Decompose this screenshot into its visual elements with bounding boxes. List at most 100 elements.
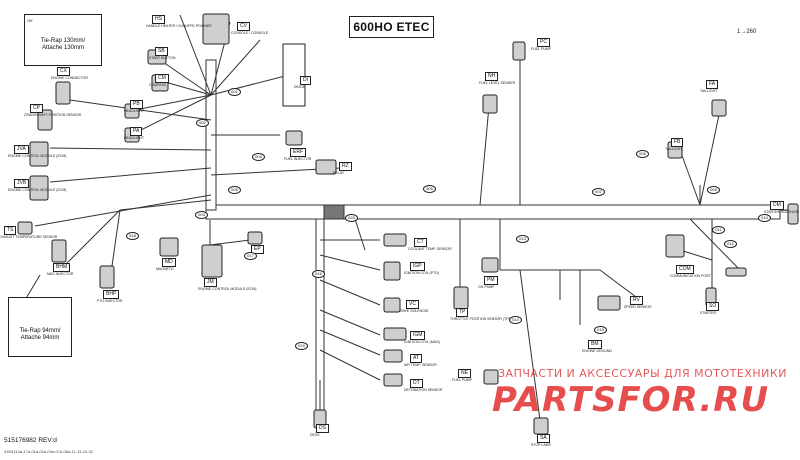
callout-line-2: Attache 94mm: [20, 335, 60, 341]
connector-tag-nh: NH: [485, 72, 499, 81]
connector-tag-jm: JM: [204, 278, 217, 287]
splice-marker: 011: [712, 226, 725, 234]
connector-desc-bhm: MAG INJECTOR: [47, 272, 74, 276]
connector-tag-ts: TS: [4, 226, 17, 235]
connector-tag-pm: PM: [484, 276, 498, 285]
connector-desc-fa: TAILLIGHT: [700, 89, 718, 93]
splice-marker: 010: [758, 214, 771, 222]
connector-desc-vc: RAVE SOLENOID: [400, 309, 429, 313]
connector-tag-tp: TP: [456, 308, 469, 317]
splice-marker: 016: [312, 270, 325, 278]
connector-desc-bm: ENGINE GROUND: [582, 349, 612, 353]
connector-tag-di: DI: [300, 76, 311, 85]
connector-desc-at: AIR TEMP. SENSOR: [404, 363, 437, 367]
connector-tag-fb: FB: [671, 138, 684, 147]
connector-desc-rz: RELAY: [333, 171, 345, 175]
connector-desc-pc: FUEL PUMP: [531, 47, 551, 51]
splice-marker: 017: [244, 252, 257, 260]
connector-desc-jm: ENGINE CONTROL MODULE (ECM): [198, 287, 257, 291]
page-reference: 1→260: [737, 29, 757, 35]
splice-marker: 014: [509, 316, 522, 324]
connector-tag-dm: DM: [770, 201, 784, 210]
splice-marker: 002: [196, 119, 209, 127]
connector-tag-md: MD: [162, 258, 176, 267]
callout-line-1: Tie-Rap 94mm/: [19, 328, 61, 334]
connector-desc-pb: HEADLIGHT: [124, 109, 145, 113]
connector-tag-igm: IGM: [410, 331, 426, 340]
connector-tag-com: COM: [676, 265, 694, 274]
connector-tag-rz: RZ: [339, 162, 352, 171]
connector-desc-dt: DETONATION SENSOR: [404, 388, 443, 392]
splice-marker: 019: [295, 342, 308, 350]
connector-desc-ne: FUEL PUMP: [452, 378, 472, 382]
connector-desc-cp: CRANKSHAFT POSITION SENSOR: [24, 113, 82, 117]
splice-marker: 006: [423, 185, 436, 193]
connector-desc-com: COMMUNICATION PORT: [670, 274, 711, 278]
connector-desc-md: MAGNETO: [156, 267, 174, 271]
connector-desc-cx: ENGINE CONNECTOR: [51, 76, 88, 80]
connector-desc-ct: COOLANT TEMP. SENSOR: [408, 247, 452, 251]
connector-tag-hs: HS: [152, 15, 165, 24]
connector-tag-sb: SB: [155, 47, 168, 56]
connector-tag-ct: CT: [414, 238, 427, 247]
splice-marker: 003: [195, 211, 208, 219]
splice-marker: 013: [516, 235, 529, 243]
connector-desc-ds: DESS: [310, 433, 320, 437]
connector-desc-igm: IGNITION COIL (MAG): [404, 340, 440, 344]
connector-desc-cv: CONSOLE / CONSOLE: [231, 31, 269, 35]
connector-tag-bhp: BHP: [103, 290, 120, 299]
splice-marker: 001: [228, 88, 241, 96]
connector-desc-jvb: ENGINE CONTROL MODULE (ECM): [8, 188, 67, 192]
connector-tag-dt: DT: [410, 379, 423, 388]
connector-desc-tp: THROTTLE POSITION SENSOR (TPS): [450, 317, 513, 321]
connector-tag-sa: SA: [537, 434, 550, 443]
connector-tag-erf: ERF: [290, 148, 306, 157]
tie-rap-callout-top: OK Tie-Rap 130mm/ Attache 130mm: [24, 14, 102, 66]
connector-desc-cm: COMPASS: [149, 83, 167, 87]
connector-desc-bhp: PTO INJECTOR: [97, 299, 123, 303]
connector-tag-pa: PA: [130, 127, 143, 136]
connector-tag-fa: FA: [706, 80, 719, 89]
connector-tag-rv: RV: [630, 296, 643, 305]
connector-tag-bhm: BHM: [53, 263, 71, 272]
connector-desc-pa: HEADLIGHT: [124, 136, 145, 140]
diagram-title: 600HO ETEC: [349, 16, 434, 38]
watermark-logo: PARTSFOR.RU: [492, 380, 770, 420]
connector-tag-jva: JVA: [14, 145, 29, 154]
connector-tag-igp: IGP: [410, 262, 425, 271]
connector-desc-erf: FUEL INJECTOR: [284, 157, 312, 161]
part-number: 515176982 REV:d: [4, 437, 57, 444]
splice-marker: 009: [707, 186, 720, 194]
splice-marker: 020: [345, 214, 358, 222]
connector-tag-vc: VC: [406, 300, 419, 309]
splice-marker: 004: [252, 153, 265, 161]
connector-tag-cx: CX: [57, 67, 70, 76]
splice-marker: 015: [594, 326, 607, 334]
connector-desc-so: STARTER: [700, 311, 717, 315]
connector-desc-igp: IGNITION COIL (PTO): [404, 271, 440, 275]
connector-tag-cm: CM: [155, 74, 169, 83]
connector-desc-fb: TAILLIGHT: [665, 147, 683, 151]
tie-rap-callout-bottom: Tie-Rap 94mm/ Attache 94mm: [8, 297, 72, 357]
connector-desc-hs: HANDLE HEATER / CHAUFFE-POIGNÉE: [146, 24, 212, 28]
connector-tag-cp: CP: [30, 104, 43, 113]
connector-tag-pc: PC: [537, 38, 550, 47]
watermark-text: ЗАПЧАСТИ И АКСЕССУАРЫ ДЛЯ МОТОТЕХНИКИ: [498, 367, 787, 380]
connector-desc-pm: OIL PUMP: [478, 285, 495, 289]
connector-tag-so: SO: [706, 302, 720, 311]
connector-desc-sa: STOP LAMP: [531, 443, 551, 447]
callout-line-2: Attache 130mm: [41, 45, 85, 51]
callout-line-1: Tie-Rap 130mm/: [40, 38, 86, 44]
connector-tag-ds: DS: [316, 424, 329, 433]
connector-desc-dm: STARTER SOLENOID: [764, 210, 800, 214]
connector-tag-jvb: JVB: [14, 179, 30, 188]
connector-desc-sb: START BUTTON: [149, 56, 176, 60]
connector-tag-ep: EP: [251, 245, 264, 254]
splice-marker: 008: [636, 150, 649, 158]
callout-code: OK: [27, 18, 33, 23]
splice-marker: 007: [592, 188, 605, 196]
splice-marker: 005: [228, 186, 241, 194]
splice-marker: 018: [126, 232, 139, 240]
connector-desc-ts: EXHAUST TEMPERATURE SENSOR: [0, 235, 58, 239]
